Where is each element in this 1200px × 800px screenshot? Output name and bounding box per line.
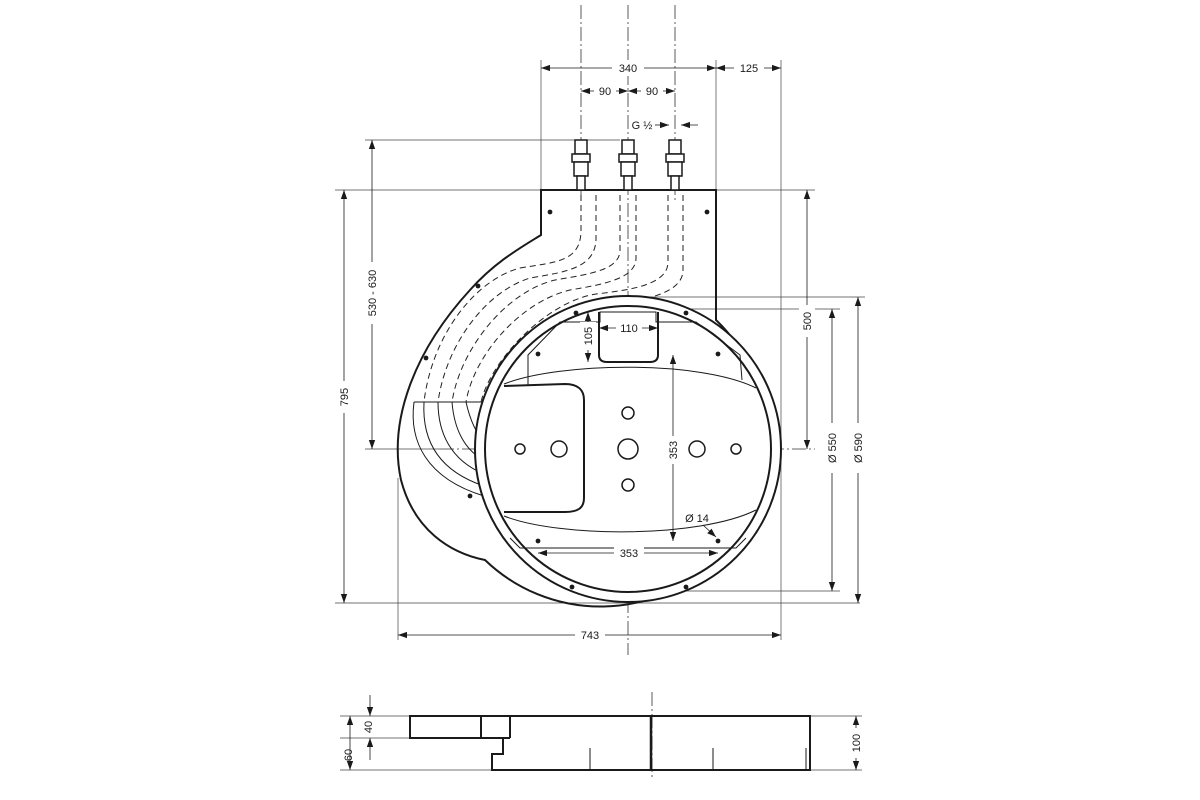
dimension-labels: 340 125 90 90 G ½ 530 - 630 795 500 Ø 55… bbox=[336, 60, 866, 761]
shelf bbox=[503, 382, 585, 513]
water-connections bbox=[571, 139, 685, 191]
drain-hole bbox=[617, 438, 639, 460]
dim-90-left-label: 90 bbox=[599, 86, 611, 98]
dim-40-label: 40 bbox=[363, 721, 375, 733]
dim-353-vertical-label: 353 bbox=[668, 441, 680, 459]
dim-105-label: 105 bbox=[583, 327, 595, 345]
dim-125-label: 125 bbox=[740, 63, 758, 75]
dim-100-label: 100 bbox=[851, 734, 863, 752]
hole-top bbox=[621, 406, 635, 420]
side-view bbox=[409, 715, 811, 771]
dim-14-label: Ø 14 bbox=[685, 513, 709, 525]
extension-lines bbox=[335, 60, 865, 771]
dim-590-label: Ø 590 bbox=[853, 433, 865, 463]
dim-550-label: Ø 550 bbox=[827, 433, 839, 463]
dim-340-label: 340 bbox=[619, 63, 637, 75]
holes bbox=[514, 406, 742, 492]
hole-left-large bbox=[550, 440, 568, 458]
dim-795-label: 795 bbox=[339, 388, 351, 406]
dim-110-label: 110 bbox=[620, 323, 638, 335]
connection-right bbox=[665, 139, 685, 191]
hole-right-small bbox=[730, 443, 742, 455]
hidden-pipe-routes bbox=[423, 195, 684, 403]
hole-left-small bbox=[514, 443, 526, 455]
connection-center bbox=[618, 139, 638, 191]
hole-right-large bbox=[688, 440, 706, 458]
notch bbox=[598, 312, 659, 363]
thread-size-label: G ½ bbox=[632, 120, 653, 132]
fan-trough bbox=[412, 401, 496, 497]
dim-743-label: 743 bbox=[581, 630, 599, 642]
connection-left bbox=[571, 139, 591, 191]
hole-bottom bbox=[621, 478, 635, 492]
dim-500-label: 500 bbox=[802, 312, 814, 330]
dim-530-630-label: 530 - 630 bbox=[367, 270, 379, 316]
dim-90-right-label: 90 bbox=[646, 86, 658, 98]
dim-353-horizontal-label: 353 bbox=[620, 548, 638, 560]
screw-points bbox=[423, 209, 721, 590]
dim-60-label: 60 bbox=[343, 749, 355, 761]
